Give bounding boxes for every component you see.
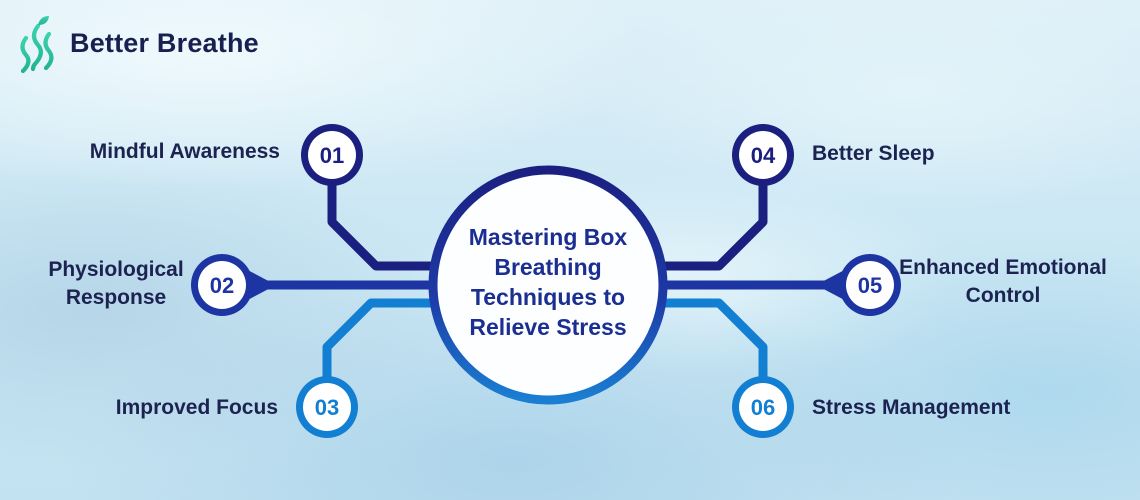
leaf-icon <box>38 16 49 25</box>
node-04-inner <box>739 131 787 179</box>
connector-node-04 <box>625 155 768 271</box>
label-enhanced-emotional-control: Enhanced Emotional Control <box>899 256 1107 307</box>
center-circle <box>428 165 668 405</box>
label-stress-management: Stress Management <box>812 396 1011 419</box>
node-06-number: 06 <box>751 395 775 420</box>
breath-waves-leaf-icon <box>20 16 54 74</box>
node-04: 04 <box>732 124 794 186</box>
brand-name: Better Breathe <box>70 27 259 58</box>
node-02: 02 <box>191 254 276 316</box>
node-02-inner <box>198 261 246 309</box>
node-06-inner <box>739 383 787 431</box>
node-05: 05 <box>816 254 901 316</box>
label-improved-focus: Improved Focus <box>115 396 278 419</box>
node-05-number: 05 <box>858 273 882 298</box>
logo: Better Breathe <box>14 12 259 74</box>
node-03-inner <box>303 383 351 431</box>
node-03: 03 <box>296 376 358 438</box>
node-06: 06 <box>732 376 794 438</box>
node-04-number: 04 <box>751 143 776 168</box>
node-02-number: 02 <box>210 273 234 298</box>
node-01-inner <box>308 131 356 179</box>
label-better-sleep: Better Sleep <box>812 142 935 165</box>
connector-node-01 <box>327 155 470 271</box>
node-01-number: 01 <box>320 143 344 168</box>
node-05-inner <box>846 261 894 309</box>
node-01: 01 <box>301 124 363 186</box>
node-03-number: 03 <box>315 395 339 420</box>
label-mindful-awareness: Mindful Awareness <box>89 140 280 163</box>
label-physiological-response: Physiological Response <box>48 258 184 309</box>
